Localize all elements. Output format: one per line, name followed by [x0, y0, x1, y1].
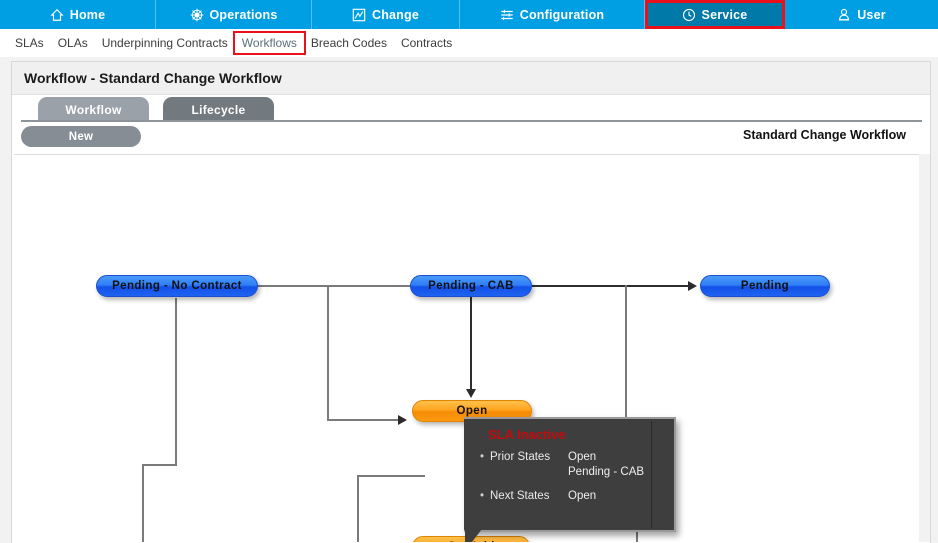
- connector-pnc-to-junction: [257, 285, 437, 287]
- connector-junction-to-open: [327, 419, 399, 421]
- panel-header: Workflow - Standard Change Workflow: [12, 62, 930, 95]
- connector-junction-vertical: [327, 285, 329, 420]
- connector-onhold-left-vertical: [357, 475, 359, 542]
- tab-underline: [21, 120, 922, 123]
- connector-cab-to-open: [470, 287, 472, 391]
- subnav-item-olas[interactable]: OLAs: [57, 36, 88, 50]
- main-navigation-bar: Home Operations Change Configura: [0, 0, 938, 29]
- tab-lifecycle[interactable]: Lifecycle: [163, 97, 274, 122]
- nav-item-service[interactable]: Service: [645, 0, 785, 29]
- tooltip-row-next-states: • Next States Open: [480, 489, 664, 504]
- nav-item-configuration-label: Configuration: [519, 7, 605, 22]
- tabstrip: Workflow Lifecycle: [12, 95, 930, 123]
- tooltip-pointer: [465, 529, 482, 542]
- workflow-name-label: Standard Change Workflow: [743, 128, 906, 142]
- person-icon: [837, 8, 851, 22]
- arrow-into-open-left: [398, 415, 407, 425]
- workflow-toolbar: New Standard Change Workflow: [12, 122, 930, 154]
- tooltip-spacer: [480, 482, 664, 489]
- connector-cab-to-pending: [532, 285, 690, 287]
- subnav-item-workflows[interactable]: Workflows: [232, 31, 306, 55]
- nav-item-change[interactable]: Change: [312, 0, 460, 29]
- connector-pnc-down-elbow: [142, 464, 177, 466]
- nav-item-user-label: User: [857, 7, 886, 22]
- nav-item-user[interactable]: User: [785, 0, 938, 29]
- workflow-node-label: Pending - No Contract: [112, 280, 242, 292]
- subnav-item-contracts[interactable]: Contracts: [400, 36, 453, 50]
- nav-item-operations-label: Operations: [209, 7, 278, 22]
- gear-wheel-icon: [190, 8, 204, 22]
- sub-navigation-bar: SLAs OLAs Underpinning Contracts Workflo…: [0, 29, 938, 57]
- connector-pnc-down: [175, 298, 177, 465]
- page-title: Workflow - Standard Change Workflow: [24, 70, 282, 86]
- nav-item-change-label: Change: [371, 7, 420, 22]
- nav-item-service-label: Service: [701, 7, 748, 22]
- tooltip-row-value: Open: [568, 451, 597, 463]
- tooltip-title: SLA Inactive: [488, 427, 566, 442]
- workflow-node-label: Pending: [740, 280, 790, 292]
- tab-workflow[interactable]: Workflow: [38, 97, 149, 122]
- arrow-into-pending: [688, 281, 697, 291]
- bullet-icon: •: [480, 451, 485, 463]
- tooltip-row-prior-states: • Prior States Open Pending - CAB: [480, 450, 664, 480]
- connector-right-branch-vertical: [625, 285, 627, 421]
- nav-item-operations[interactable]: Operations: [156, 0, 312, 29]
- workflow-node-pending[interactable]: Pending: [700, 275, 830, 297]
- page-frame: Workflow - Standard Change Workflow Work…: [0, 57, 938, 543]
- node-tooltip: SLA Inactive • Prior States Open Pending…: [464, 417, 676, 542]
- connector-pnc-down-tail: [142, 464, 144, 542]
- new-button[interactable]: New: [21, 126, 141, 147]
- workflow-diagram-canvas[interactable]: Pending - No Contract Pending - CAB Pend…: [14, 154, 919, 542]
- bullet-icon: •: [480, 490, 485, 502]
- tooltip-row-value: Open: [568, 490, 597, 502]
- workflow-node-pending-cab[interactable]: Pending - CAB: [410, 275, 532, 297]
- subnav-item-breach-codes[interactable]: Breach Codes: [310, 36, 387, 50]
- workflow-node-label: Pending - CAB: [428, 280, 514, 292]
- connector-onhold-left-top: [357, 475, 425, 477]
- workflow-node-label: Open: [456, 405, 488, 417]
- tooltip-divider: [651, 421, 652, 528]
- home-icon: [50, 8, 64, 22]
- nav-item-configuration[interactable]: Configuration: [460, 0, 645, 29]
- workflow-node-pending-no-contract[interactable]: Pending - No Contract: [96, 275, 258, 297]
- tooltip-row-key: Next States: [490, 490, 550, 502]
- nav-item-home[interactable]: Home: [0, 0, 156, 29]
- subnav-item-underpinning-contracts[interactable]: Underpinning Contracts: [101, 36, 228, 50]
- workflow-panel: Workflow - Standard Change Workflow Work…: [11, 61, 931, 543]
- tooltip-row-key: Prior States: [490, 451, 551, 463]
- tooltip-row-value: Pending - CAB: [568, 466, 645, 478]
- canvas-right-gutter: [919, 154, 930, 542]
- clock-icon: [682, 8, 696, 22]
- nav-item-home-label: Home: [69, 7, 106, 22]
- sliders-icon: [500, 8, 514, 22]
- connector-into-pending-cab: [384, 285, 412, 287]
- chart-square-icon: [352, 8, 366, 22]
- arrow-into-open-top: [466, 389, 476, 398]
- subnav-item-slas[interactable]: SLAs: [15, 36, 44, 50]
